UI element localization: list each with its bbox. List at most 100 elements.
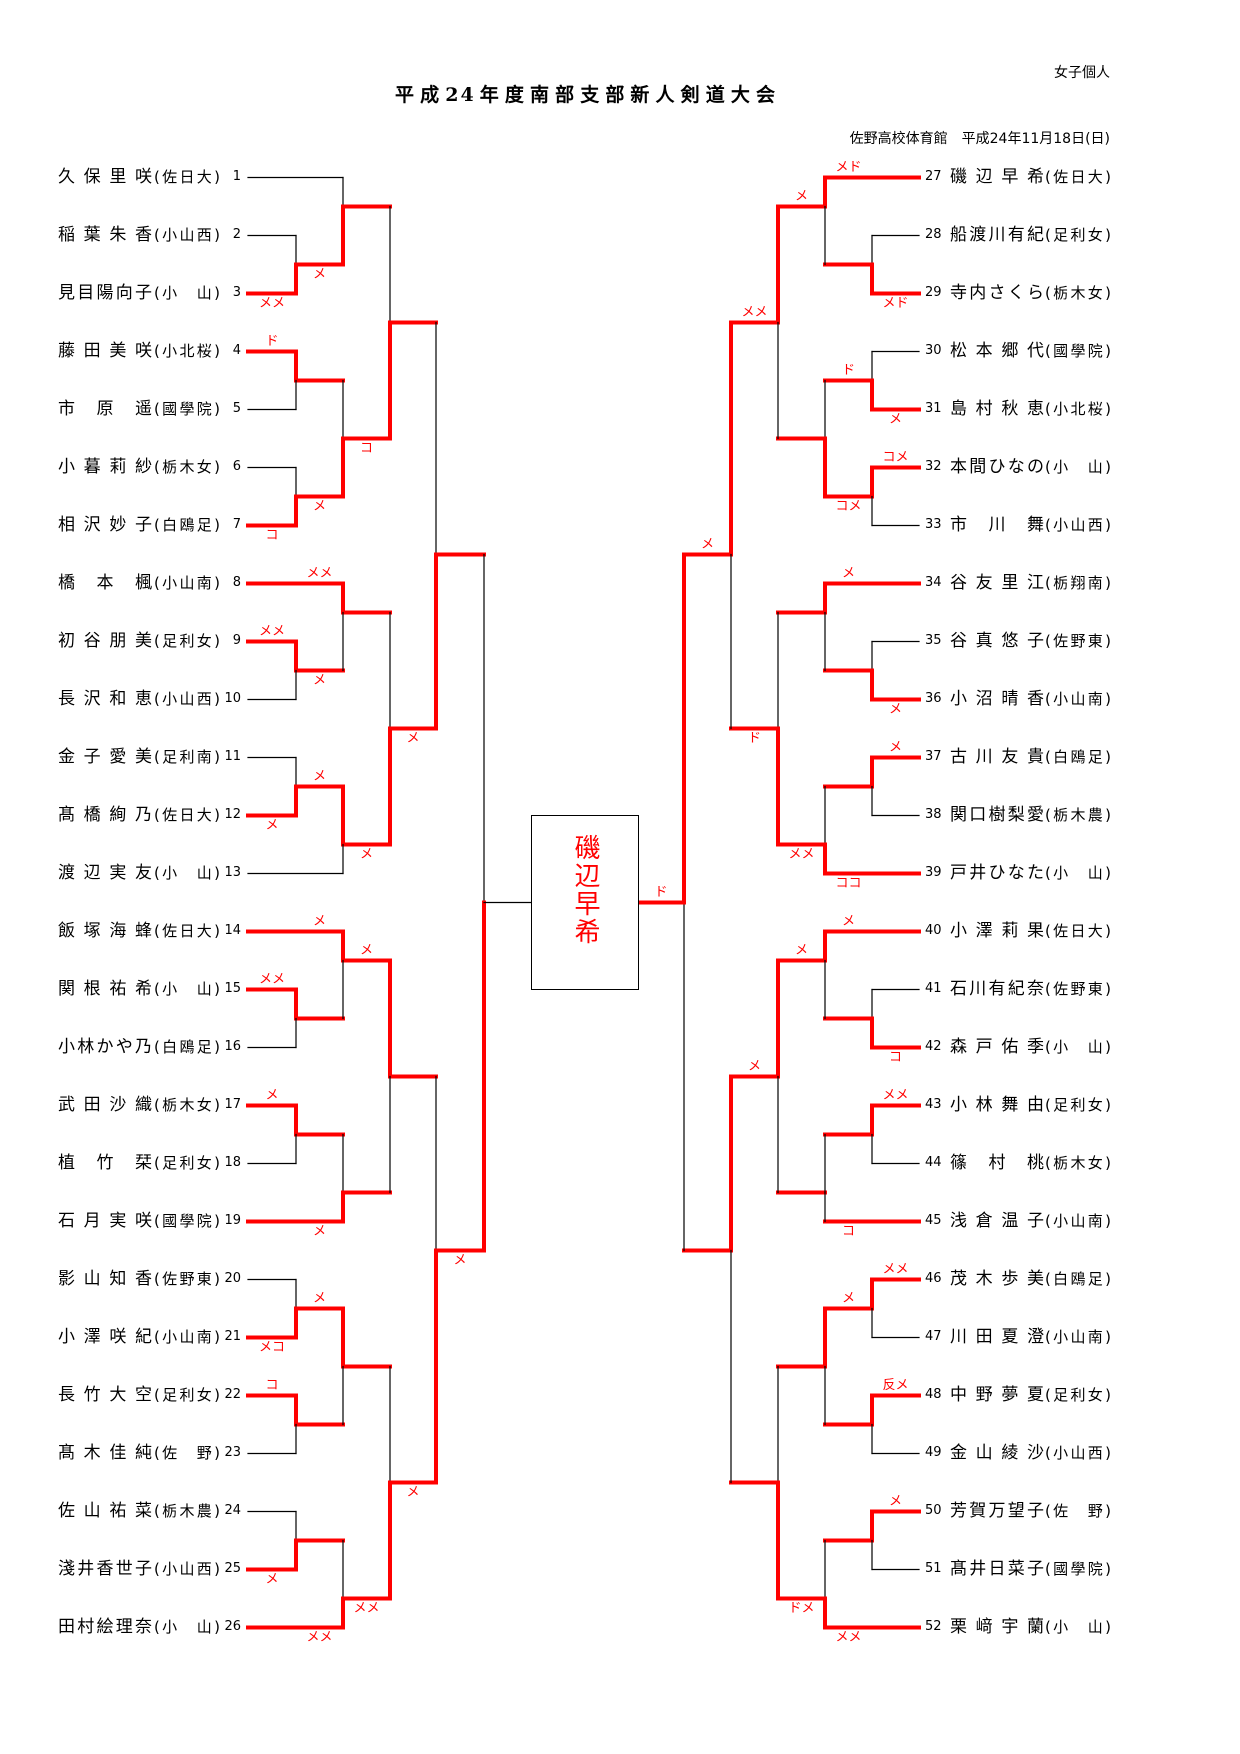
score-label: メメ	[788, 846, 815, 862]
venue-date: 佐野高校体育館 平成24年11月18日(日)	[849, 131, 1110, 147]
player-number: 5	[232, 400, 241, 416]
player-number: 44	[925, 1154, 942, 1170]
player-school: 栃木農	[154, 1500, 220, 1522]
player-number: 28	[925, 226, 942, 242]
player-school: 足利女	[154, 1384, 220, 1406]
score-label: メ	[841, 1290, 856, 1306]
player-name: 稲葉朱香	[58, 224, 152, 245]
player-school: 白鴎足	[154, 514, 220, 536]
player-school: 佐日大	[154, 804, 220, 826]
player-row: 渡辺実友小 山13	[0, 862, 1240, 884]
player-number: 20	[224, 1270, 241, 1286]
player-number: 15	[224, 980, 241, 996]
player-school: 佐野東	[154, 1268, 220, 1290]
score-label: コ	[265, 1377, 279, 1393]
player-name: 石川有紀奈	[950, 978, 1044, 999]
player-row: 藤田美咲小北桜4	[0, 340, 1240, 362]
player-school: 國學院	[154, 1210, 220, 1232]
player-school: 小北桜	[1045, 398, 1111, 420]
player-name: 栗﨑宇蘭	[950, 1616, 1044, 1637]
player-name: 篠村桃	[950, 1152, 1044, 1173]
player-row: 小澤咲紀小山南21	[0, 1326, 1240, 1348]
player-name: 髙橋絢乃	[58, 804, 152, 825]
player-name: 髙木佳純	[58, 1442, 152, 1463]
player-school: 小 山	[1045, 1616, 1111, 1638]
player-name: 藤田美咲	[58, 340, 152, 361]
player-school: 小山南	[1045, 1326, 1111, 1348]
player-school: 小山南	[154, 1326, 220, 1348]
player-name: 相沢妙子	[58, 514, 152, 535]
player-school: 栃木女	[1045, 1152, 1111, 1174]
player-school: 小 山	[1045, 1036, 1111, 1058]
player-school: 足利女	[154, 1152, 220, 1174]
player-row: 古川友貴白鴎足37	[0, 746, 1240, 768]
player-row: 篠村桃栃木女 44	[0, 1152, 1240, 1174]
player-school: 栃木女	[154, 456, 220, 478]
player-school: 小山西	[154, 1558, 220, 1580]
player-row: 本間ひなの小 山32	[0, 456, 1240, 478]
player-row: 植竹栞足利女18	[0, 1152, 1240, 1174]
player-row: 淺井香世子小山西25	[0, 1558, 1240, 1580]
player-school: 小山西	[154, 688, 220, 710]
player-number: 34	[925, 574, 942, 590]
player-row: 小澤莉果佐日大40	[0, 920, 1240, 942]
player-school: 佐日大	[154, 920, 220, 942]
player-name: 浅倉温子	[950, 1210, 1044, 1231]
player-row: 栗﨑宇蘭小 山52	[0, 1616, 1240, 1638]
player-number: 4	[232, 342, 241, 358]
score-label: コメ	[882, 449, 909, 465]
score-label: メ	[406, 1484, 420, 1500]
player-number: 40	[925, 922, 942, 938]
player-school: 國學院	[1045, 1558, 1111, 1580]
score-label: メメ	[741, 304, 768, 320]
player-name: 船渡川有紀	[950, 224, 1044, 245]
score-label: メメ	[306, 1629, 333, 1645]
player-row: 松本郷代國學院30	[0, 340, 1240, 362]
player-number: 9	[232, 632, 241, 648]
player-school: 佐 野	[1045, 1500, 1111, 1522]
player-row: 小暮莉紗栃木女6	[0, 456, 1240, 478]
player-name: 芳賀万望子	[950, 1500, 1044, 1521]
score-label: コ	[888, 1049, 903, 1065]
player-row: 中野夢夏足利女48	[0, 1384, 1240, 1406]
player-number: 14	[224, 922, 241, 938]
player-row: 磯辺早希佐日大27	[0, 166, 1240, 188]
player-row: 金子愛美足利南11	[0, 746, 1240, 768]
player-row: 橋本楓小山南8	[0, 572, 1240, 594]
score-label: メメ	[835, 1629, 862, 1645]
player-row: 久保里咲佐日大1	[0, 166, 1240, 188]
score-label: メメ	[882, 1261, 909, 1277]
player-school: 足利女	[1045, 1094, 1111, 1116]
player-row: 寺内さくら栃木女29	[0, 282, 1240, 304]
player-number: 22	[224, 1386, 241, 1402]
player-school: 小 山	[154, 282, 220, 304]
player-school: 栃翔南	[1045, 572, 1111, 594]
player-name: 淺井香世子	[58, 1558, 152, 1579]
score-label: メメ	[258, 971, 286, 987]
score-label: メ	[888, 739, 903, 755]
player-row: 市川舞小山西33	[0, 514, 1240, 536]
player-row: 川田夏澄小山南47	[0, 1326, 1240, 1348]
score-label: コ	[841, 1223, 856, 1239]
player-number: 8	[232, 574, 241, 590]
player-name: 関口樹梨愛	[950, 804, 1044, 825]
player-row: 田村絵理奈小 山26	[0, 1616, 1240, 1638]
player-school: 小山南	[1045, 1210, 1111, 1232]
player-number: 19	[224, 1212, 241, 1228]
player-name: 寺内さくら	[950, 282, 1044, 303]
player-number: 35	[925, 632, 942, 648]
score-label: メ	[312, 266, 327, 282]
player-number: 3	[232, 284, 241, 300]
player-school: 足利女	[1045, 224, 1111, 246]
score-label: メコ	[258, 1339, 286, 1355]
player-name: 戸井ひなた	[950, 862, 1044, 883]
player-row: 影山知香佐野東20	[0, 1268, 1240, 1290]
player-school: 佐 野	[154, 1442, 220, 1464]
player-row: 髙井日菜子國學院51	[0, 1558, 1240, 1580]
player-number: 13	[224, 864, 241, 880]
score-label: メ	[700, 536, 715, 552]
player-school: 國學院	[154, 398, 220, 420]
player-row: 船渡川有紀足利女 28	[0, 224, 1240, 246]
score-label: メ	[265, 1087, 279, 1103]
player-number: 27	[925, 168, 942, 184]
